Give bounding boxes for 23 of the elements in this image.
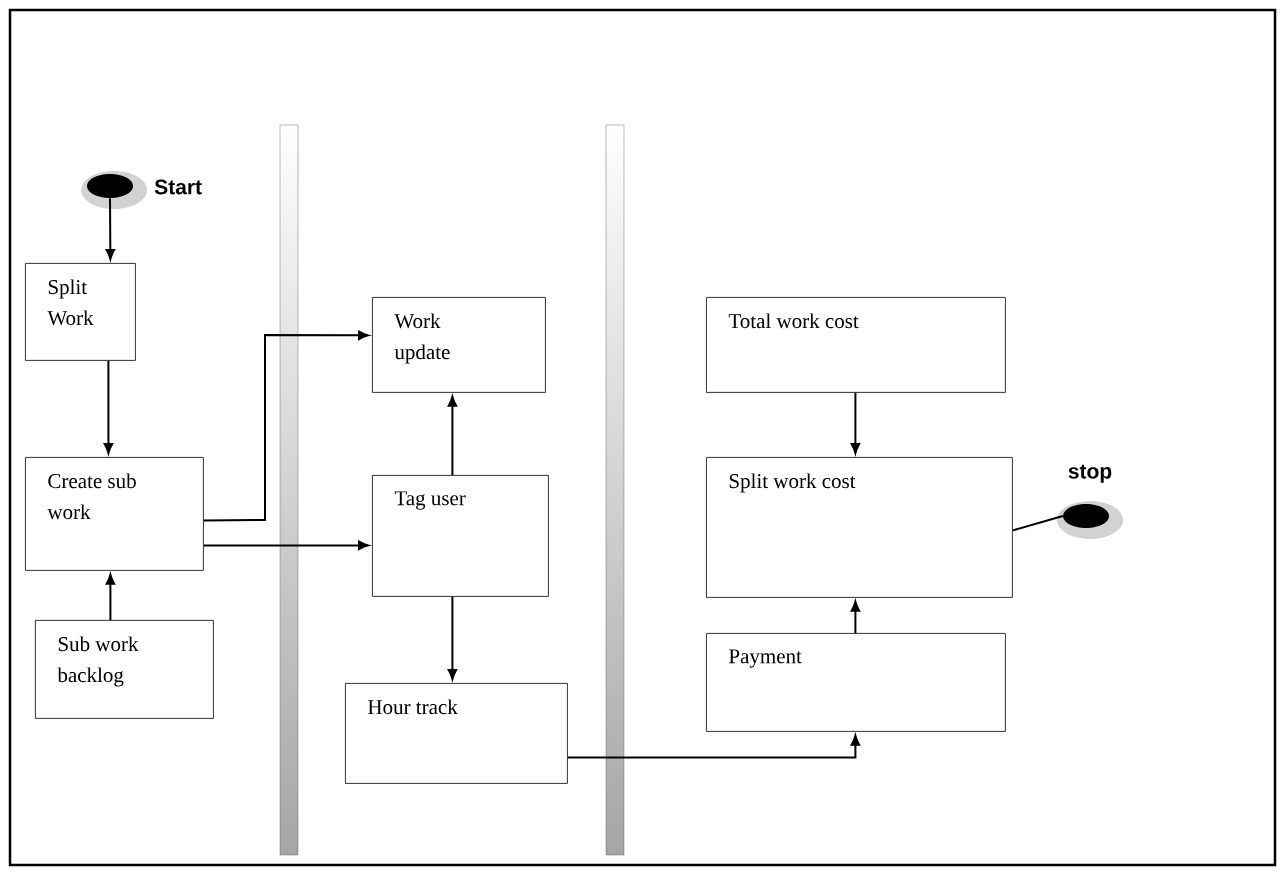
- arrow: [202, 540, 370, 551]
- process-box: Create sub work: [25, 457, 204, 571]
- terminal-label: Start: [154, 179, 202, 195]
- arrow: [105, 573, 116, 621]
- process-box: Hour track: [345, 683, 568, 784]
- process-box: Total work cost: [706, 297, 1006, 393]
- process-box: Split Work: [25, 263, 136, 361]
- arrow: [850, 600, 861, 634]
- terminal-label: stop: [1068, 464, 1112, 483]
- process-box: Sub work backlog: [35, 620, 214, 719]
- process-box: Split work cost: [706, 457, 1013, 598]
- arrow: [447, 395, 458, 476]
- process-box: Tag user: [372, 475, 549, 597]
- arrow: [105, 197, 116, 261]
- terminal-dot: [1057, 501, 1123, 539]
- arrow: [850, 391, 861, 455]
- terminal-dot: [81, 171, 147, 209]
- process-box: Work update: [372, 297, 546, 393]
- arrow: [566, 734, 861, 759]
- arrow: [447, 595, 458, 681]
- process-box: Payment: [706, 633, 1006, 732]
- arrow: [103, 359, 114, 455]
- arrow: [202, 330, 370, 522]
